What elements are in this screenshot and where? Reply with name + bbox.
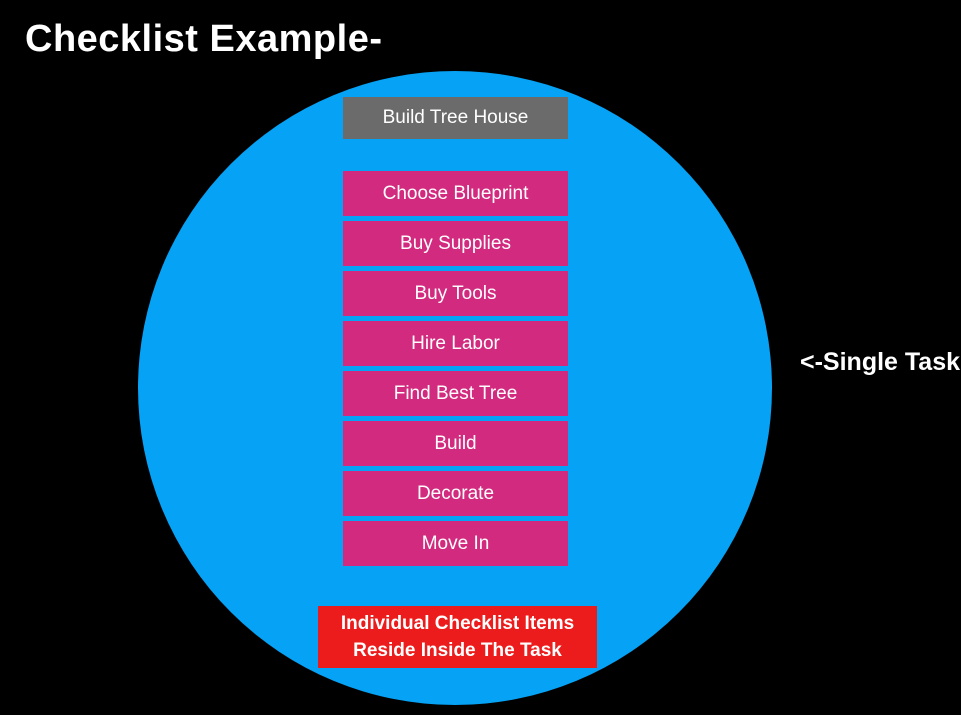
- checklist-item-choose-blueprint: Choose Blueprint: [343, 171, 568, 216]
- note-line-1: Individual Checklist Items: [340, 613, 575, 634]
- page-title: Checklist Example-: [25, 18, 383, 60]
- checklist-item-find-best-tree: Find Best Tree: [343, 371, 568, 416]
- checklist-stack: Build Tree House Choose Blueprint Buy Su…: [343, 97, 568, 571]
- checklist-item-hire-labor: Hire Labor: [343, 321, 568, 366]
- checklist-item-decorate: Decorate: [343, 471, 568, 516]
- task-box: Build Tree House: [343, 97, 568, 139]
- checklist-item-buy-tools: Buy Tools: [343, 271, 568, 316]
- note-box: Individual Checklist Items Reside Inside…: [318, 606, 597, 668]
- checklist-item-build: Build: [343, 421, 568, 466]
- note-line-2: Reside Inside The Task: [353, 640, 562, 661]
- single-task-annotation: <-Single Task: [800, 348, 961, 376]
- checklist-item-move-in: Move In: [343, 521, 568, 566]
- checklist-item-buy-supplies: Buy Supplies: [343, 221, 568, 266]
